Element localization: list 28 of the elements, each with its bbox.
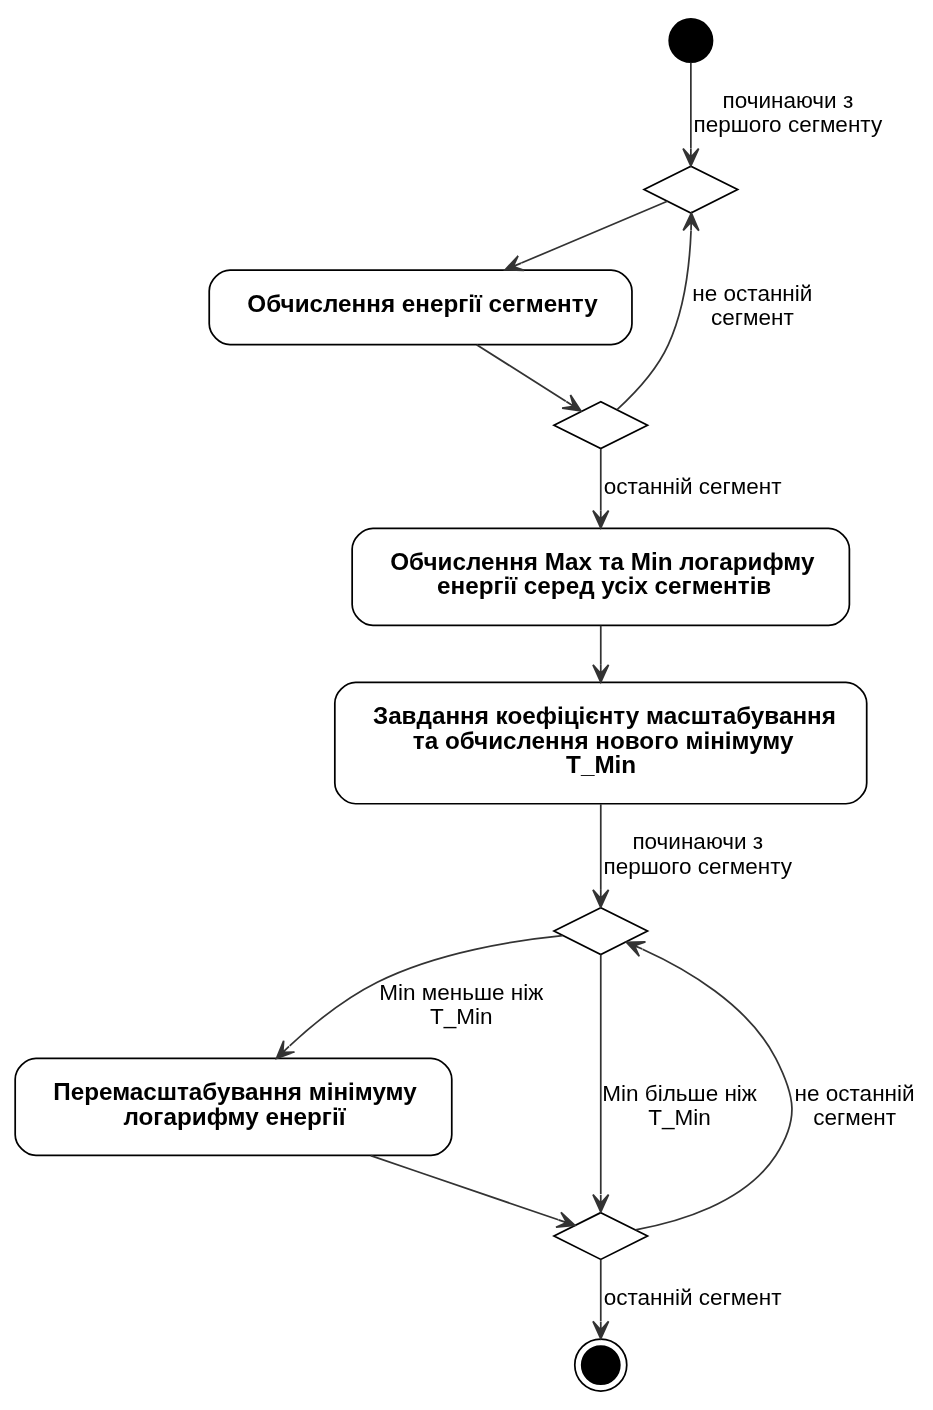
arrow	[369, 1154, 576, 1229]
edge-label: починаючи з першого сегменту	[603, 829, 793, 879]
edge-label: останній сегмент	[603, 1285, 782, 1311]
arrow	[592, 1258, 610, 1340]
edge-label: починаючи з першого сегменту	[693, 87, 883, 138]
edge-label: не останній сегмент	[794, 1080, 915, 1130]
edge-label: Min меньше ніж T_Min	[379, 980, 544, 1030]
edge-label: останній сегмент	[603, 474, 782, 500]
node-box: Перемасштабування мінімуму логарифму енергії	[14, 1057, 453, 1157]
node-circle	[573, 1338, 628, 1392]
arrow	[592, 447, 610, 529]
arrow	[275, 934, 564, 1060]
arrow	[592, 624, 610, 684]
edge-label: не останній сегмент	[692, 281, 813, 331]
arrow	[592, 953, 610, 1213]
arrow	[682, 61, 700, 167]
arrow	[625, 941, 793, 1231]
edge-label: Min більше ніж T_Min	[602, 1080, 757, 1130]
arrow	[475, 343, 582, 412]
node-box: Обчислення енергії сегменту	[208, 269, 633, 346]
arrow	[504, 200, 669, 272]
node-box: Обчислення Max та Min логарифму енергії серед усіх сегментів	[351, 527, 851, 627]
arrow	[592, 803, 610, 909]
node-diamond	[642, 165, 740, 214]
node-diamond	[552, 400, 650, 450]
arrow	[616, 212, 700, 411]
node-box: Завдання коефіцієнту масштабування та обчислення нового мінімуму T_Min	[333, 681, 868, 805]
node-circle	[668, 18, 714, 64]
